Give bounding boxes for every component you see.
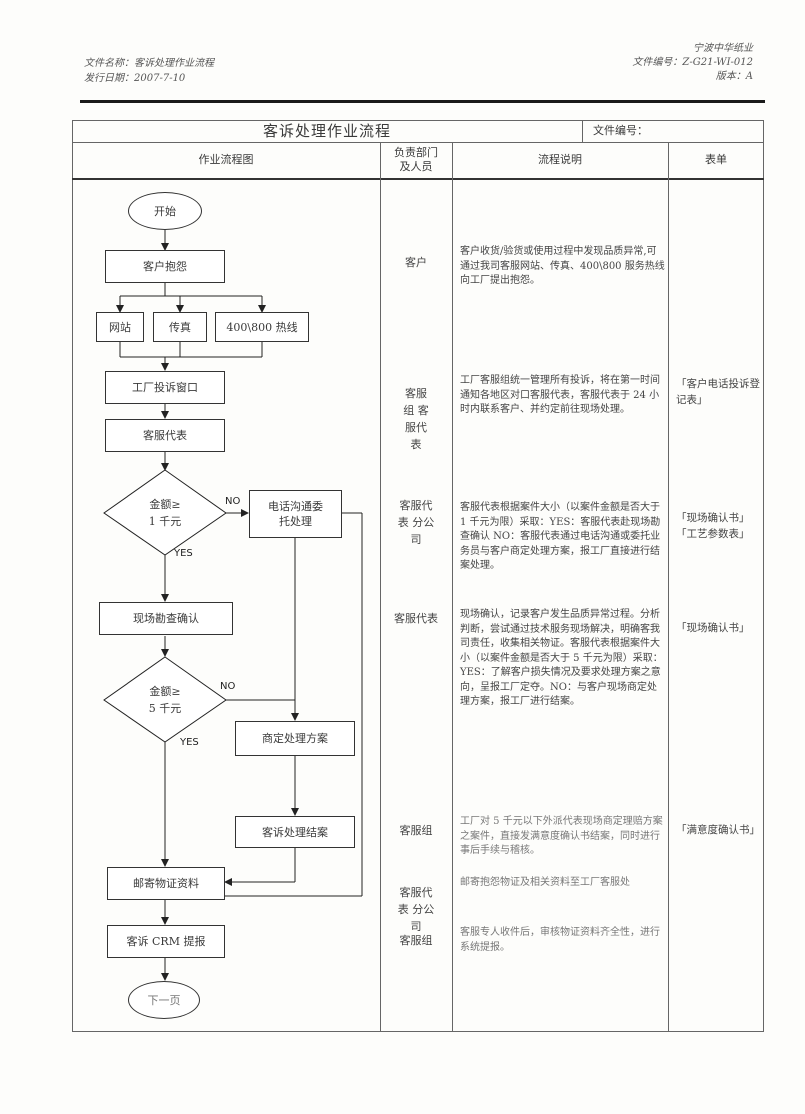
- col-header-form: 表单: [705, 153, 727, 166]
- col-header-desc: 流程说明: [538, 153, 582, 166]
- version: 版本：A: [715, 71, 753, 82]
- complaint-window-box: 工厂投诉窗口: [105, 371, 225, 404]
- decision-1-line1: 金额≥: [149, 498, 181, 511]
- desc-row-1: 客户收货/验货或使用过程中发现品质异常,可通过我司客服网站、传真、400\800…: [460, 246, 665, 286]
- decision-diamond-1: [103, 469, 227, 556]
- form-row-5: 「满意度确认书」: [676, 824, 760, 836]
- form-row-4: 「现场确认书」: [676, 622, 750, 634]
- table-frame: [72, 120, 764, 1032]
- doc-code: 文件编号：Z-G21-WI-012: [632, 57, 753, 68]
- dept-row-7: 客服组: [399, 934, 433, 947]
- decision-2-line1: 金额≥: [149, 685, 181, 698]
- fax-box: 传真: [153, 312, 207, 342]
- no-label-2: NO: [220, 681, 236, 692]
- divider: [72, 142, 764, 143]
- mail-evidence-box: 邮寄物证资料: [107, 867, 225, 900]
- page-header-left: 文件名称：客诉处理作业流程 发行日期：2007-7-10: [84, 56, 214, 86]
- onsite-check-box: 现场勘查确认: [99, 602, 233, 635]
- dept-row-4: 客服代表: [394, 612, 438, 625]
- website-box: 网站: [96, 312, 144, 342]
- decision-2-text: 金额≥ 5 千元: [124, 683, 206, 717]
- table-title: 客诉处理作业流程: [262, 122, 391, 140]
- desc-row-5: 工厂对 5 千元以下外派代表现场商定理赔方案之案件，直接发满意度确认书结案，同时…: [460, 816, 663, 856]
- col-header-dept: 负责部门及人员: [394, 146, 438, 173]
- decision-2-line2: 5 千元: [148, 702, 182, 715]
- header-rule: [80, 100, 765, 103]
- page-header-right: 宁波中华纸业 文件编号：Z-G21-WI-012 版本：A: [632, 42, 753, 84]
- decision-diamond-2: [103, 656, 227, 743]
- decision-1-text: 金额≥ 1 千元: [124, 496, 206, 530]
- phone-line2: 托处理: [279, 515, 312, 528]
- file-name: 文件名称：客诉处理作业流程: [84, 58, 214, 69]
- complaint-box: 客户抱怨: [105, 250, 225, 283]
- column-divider: [452, 142, 453, 1032]
- col-header-flow: 作业流程图: [198, 153, 254, 166]
- yes-label-1: YES: [174, 548, 193, 559]
- form-row-2: 「客户电话投诉登记表」: [676, 378, 760, 406]
- yes-label-2: YES: [180, 737, 199, 748]
- dept-row-5: 客服组: [399, 824, 433, 837]
- column-divider: [668, 142, 669, 1032]
- no-label-1: NO: [225, 496, 241, 507]
- column-divider: [380, 142, 381, 1032]
- crm-report-box: 客诉 CRM 提报: [107, 925, 225, 958]
- start-node: 开始: [128, 192, 202, 230]
- company-name: 宁波中华纸业: [693, 43, 753, 54]
- desc-row-3: 客服代表根据案件大小（以案件金额是否大于 1 千元为限）采取：YES：客服代表赴…: [460, 502, 661, 571]
- decision-1-line2: 1 千元: [148, 515, 182, 528]
- phone-line1: 电话沟通委: [268, 500, 323, 513]
- desc-row-6: 邮寄抱怨物证及相关资料至工厂客服处: [460, 877, 630, 888]
- negotiate-plan-box: 商定处理方案: [235, 721, 355, 756]
- close-case-box: 客诉处理结案: [235, 816, 355, 848]
- dept-row-1: 客户: [405, 256, 427, 269]
- desc-row-2: 工厂客服组统一管理所有投诉，将在第一时间通知各地区对口客服代表，客服代表于 24…: [460, 375, 660, 415]
- next-page-node: 下一页: [128, 981, 200, 1019]
- dept-row-2: 客服组 客服代表: [403, 387, 429, 451]
- dept-row-3: 客服代表 分公司: [397, 499, 435, 546]
- issue-date: 发行日期：2007-7-10: [84, 73, 186, 84]
- desc-row-7: 客服专人收件后，审核物证资料齐全性，进行系统提报。: [460, 927, 660, 953]
- dept-row-6: 客服代表 分公司: [397, 886, 435, 933]
- divider: [72, 178, 764, 180]
- doc-no-cell: 文件编号：: [582, 120, 764, 142]
- hotline-box: 400\800 热线: [215, 312, 309, 342]
- phone-delegate-box: 电话沟通委 托处理: [249, 490, 342, 538]
- service-rep-box: 客服代表: [105, 419, 225, 452]
- desc-row-4: 现场确认，记录客户发生品质异常过程。分析判断，尝试通过技术服务现场解决，明确客我…: [460, 609, 663, 707]
- form-row-3: 「现场确认书」「工艺参数表」: [676, 512, 750, 540]
